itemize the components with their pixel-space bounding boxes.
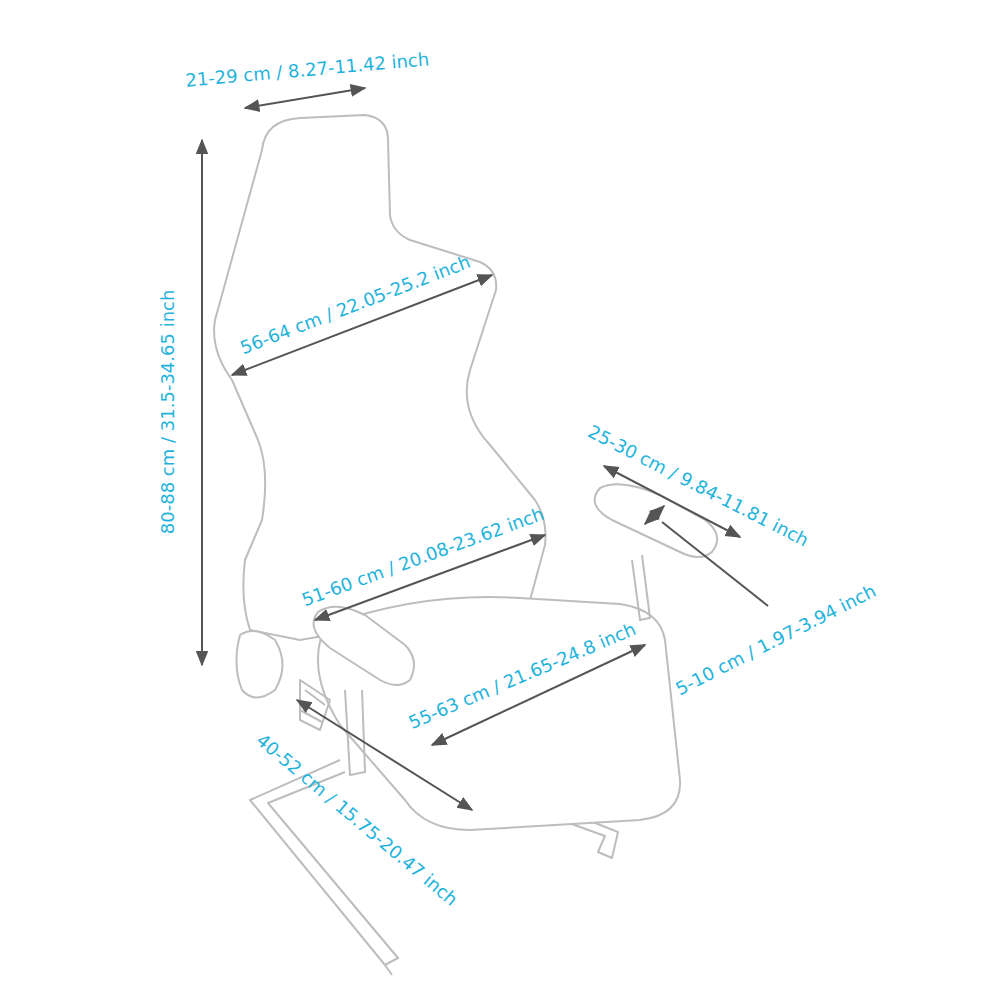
dimension-arrow xyxy=(245,88,365,108)
dimension-label: 5-10 cm / 1.97-3.94 inch xyxy=(673,581,879,699)
leader-line xyxy=(662,522,768,606)
dimension-label: 25-30 cm / 9.84-11.81 inch xyxy=(585,422,812,551)
dimension-label: 80-88 cm / 31.5-34.65 inch xyxy=(158,290,178,535)
dimension-label: 40-52 cm / 15.75-20.47 inch xyxy=(253,730,462,910)
mechanism xyxy=(300,690,325,722)
armrest-post xyxy=(632,555,650,620)
dimension-label: 51-60 cm / 20.08-23.62 inch xyxy=(299,504,546,610)
dimension-label: 21-29 cm / 8.27-11.42 inch xyxy=(184,49,429,90)
dimension-arrow xyxy=(232,275,492,375)
dimension-arrow xyxy=(201,140,203,665)
dimension-arrow xyxy=(645,506,664,524)
dimension-label: 56-64 cm / 22.05-25.2 inch xyxy=(237,252,472,358)
armrest-pad xyxy=(314,607,414,685)
side-knob xyxy=(236,631,282,698)
dimension-label: 55-63 cm / 21.65-24.8 inch xyxy=(406,619,639,733)
base-foot xyxy=(385,965,392,975)
